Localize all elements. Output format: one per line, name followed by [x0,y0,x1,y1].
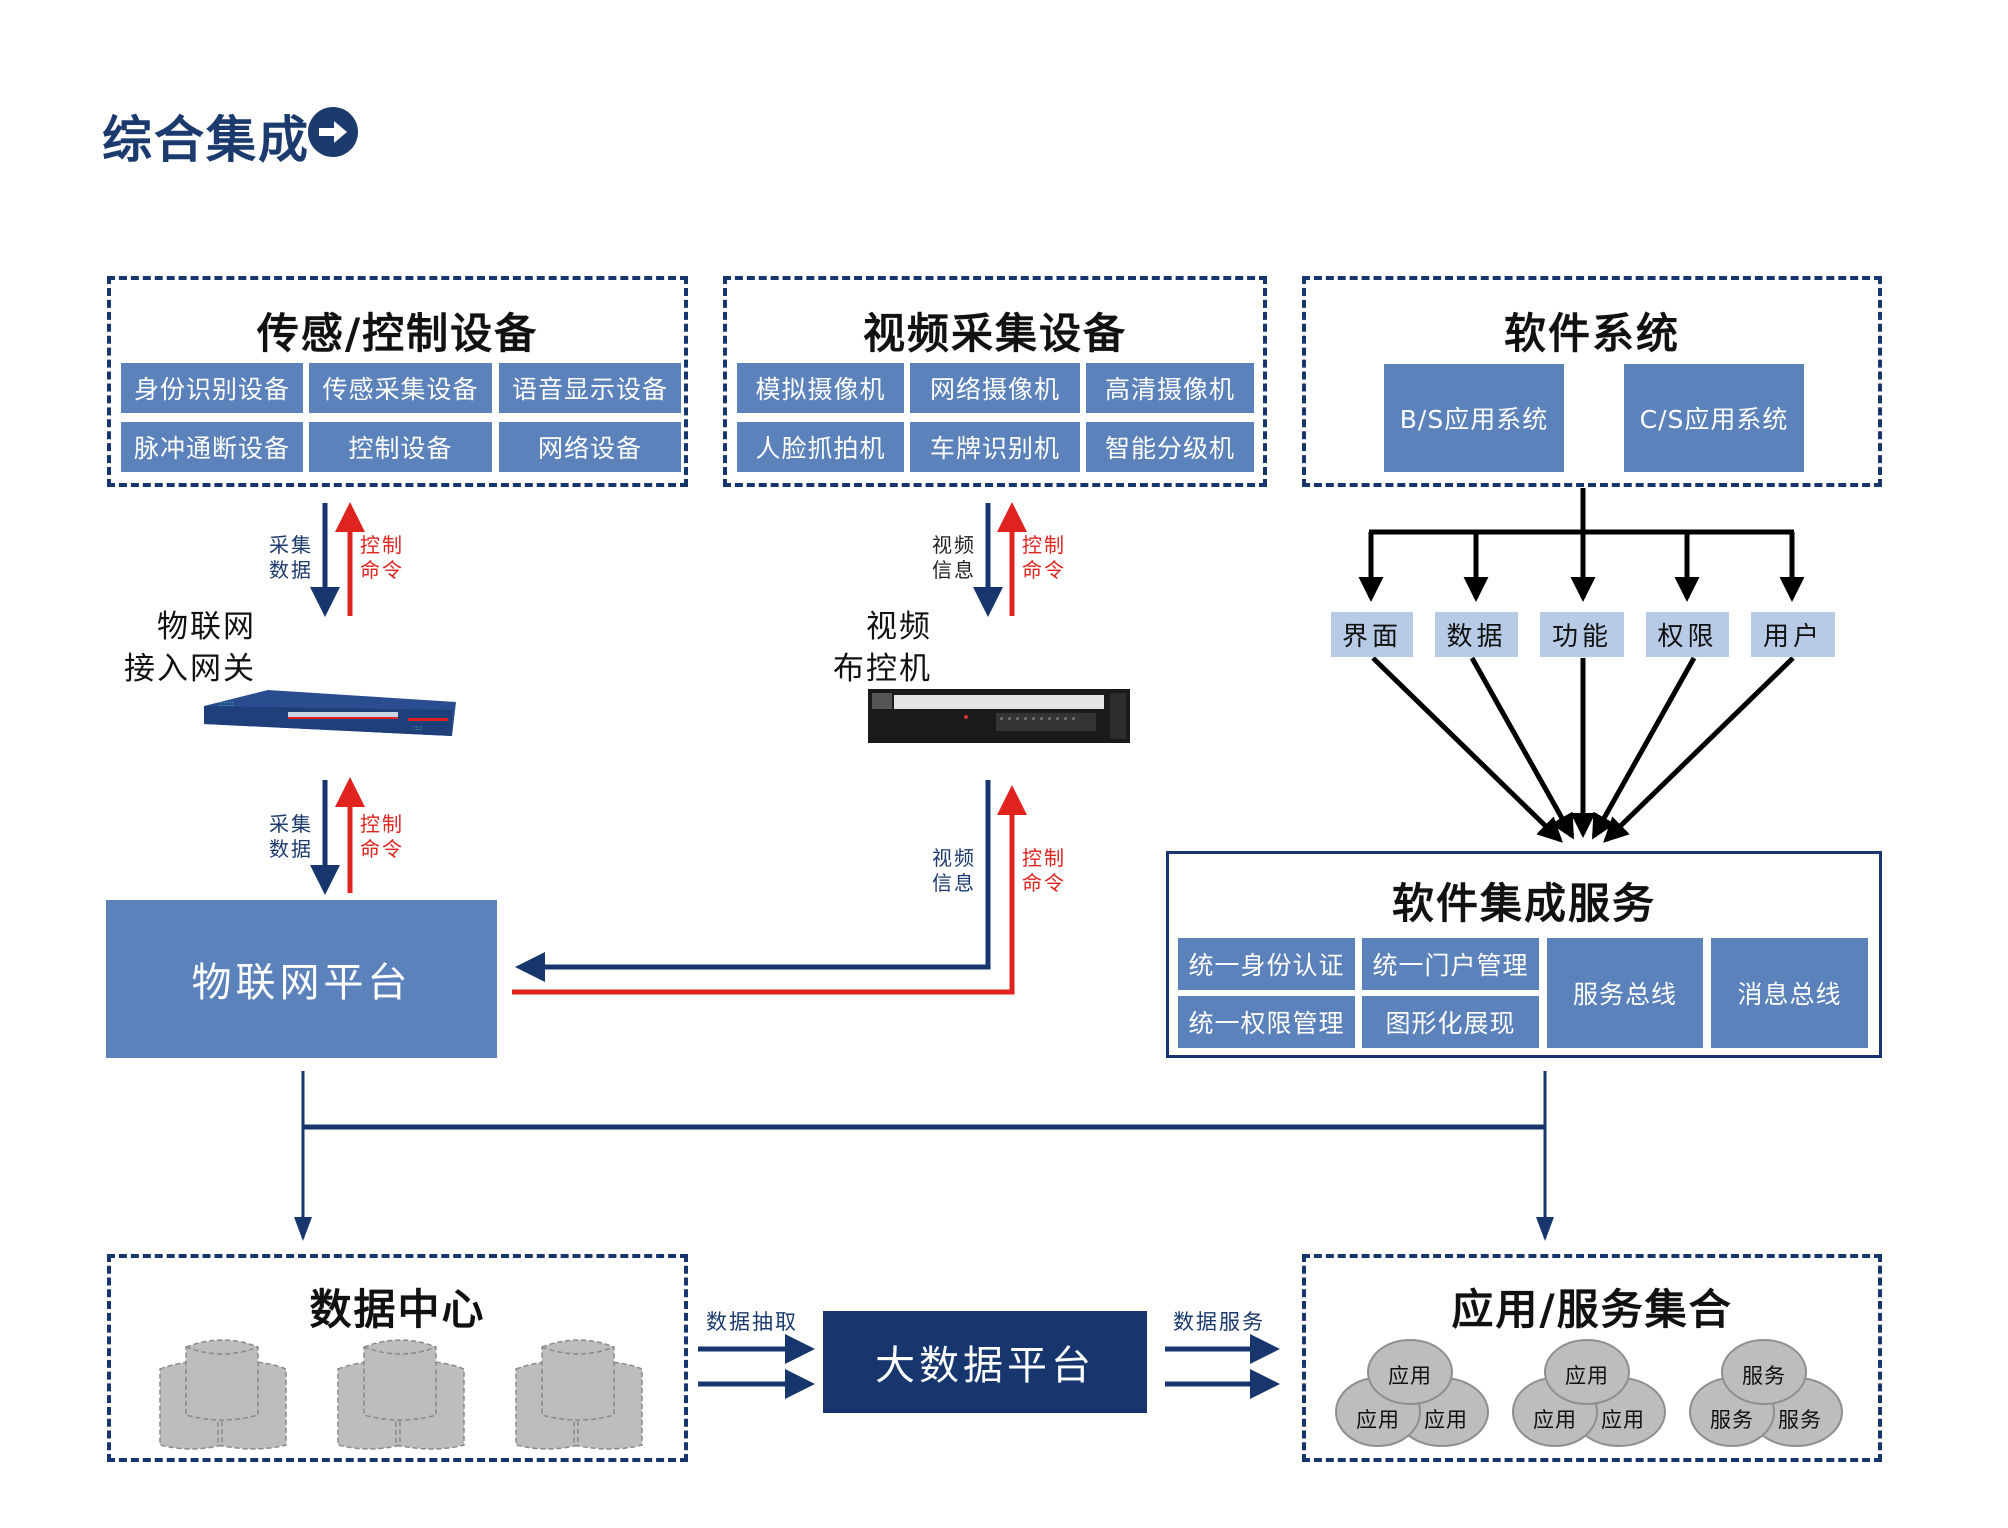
device-tile[interactable]: 网络摄像机 [910,363,1080,413]
data-center-group: 数据中心 [107,1254,688,1462]
group-title: 软件系统 [1503,309,1680,358]
service-bus-tile[interactable]: 服务总线 [1547,938,1703,1048]
cluster-label-right: 应用 [1424,1408,1468,1432]
software-system-group: 软件系统 B/S应用系统 C/S应用系统 [1302,276,1882,487]
control-command-label: 控制 命令 [1022,533,1066,582]
aspect-data[interactable]: 数据 [1435,612,1518,657]
cluster: 应用应用应用 [1334,1336,1494,1448]
aspect-function[interactable]: 功能 [1540,612,1624,657]
storage-stack-icon [515,1339,643,1450]
device-tile[interactable]: 车牌识别机 [910,422,1080,472]
video-info-connector [515,780,991,982]
cluster-label-top: 应用 [1565,1364,1609,1388]
gateway-label-line2: 接入网关 [124,651,256,687]
message-bus-tile[interactable]: 消息总线 [1711,938,1868,1048]
svg-text:::::: :::: [413,724,422,732]
big-data-platform[interactable]: 大数据平台 [823,1311,1147,1413]
device-tile[interactable]: 传感采集设备 [309,363,492,413]
extract-label: 数据抽取 [706,1310,798,1334]
sensor-control-group: 传感/控制设备 身份识别设备 传感采集设备 语音显示设备 脉冲通断设备 控制设备… [107,276,688,487]
collect-data-label: 采集 数据 [269,533,313,582]
device-tile[interactable]: 控制设备 [309,422,492,472]
service-tile[interactable]: 统一身份认证 [1178,938,1355,990]
gateway-label-line1: 物联网 [157,609,256,645]
cluster-label-right: 服务 [1778,1408,1822,1432]
cluster-circles-icon [1689,1339,1843,1447]
iot-platform[interactable]: 物联网平台 [106,900,497,1058]
storage-stack-icon [337,1339,465,1450]
converge-arrow [1371,656,1563,843]
video-controller-device-icon [866,687,1132,745]
storage-stack-icon [159,1339,287,1450]
data-service-label: 数据服务 [1173,1310,1265,1334]
gateway-label: 物联网 接入网关 [110,606,256,690]
cluster-label-right: 应用 [1601,1408,1645,1432]
converge-arrow [1603,656,1795,843]
cluster: 服务服务服务 [1688,1336,1848,1448]
device-tile[interactable]: 人脸抓拍机 [737,422,904,472]
device-tile[interactable]: 模拟摄像机 [737,363,904,413]
aspect-interface[interactable]: 界面 [1331,612,1413,657]
cluster-circles-icon [1512,1339,1666,1447]
service-tile[interactable]: 统一门户管理 [1362,938,1539,990]
device-tile[interactable]: 身份识别设备 [121,363,303,413]
gateway-device-icon: :::::: :::: [198,688,458,748]
aspect-user[interactable]: 用户 [1751,612,1835,657]
integration-service-group: 软件集成服务 统一身份认证 统一门户管理 统一权限管理 图形化展现 服务总线 消… [1166,851,1882,1058]
device-tile[interactable]: 高清摄像机 [1086,363,1254,413]
service-tile[interactable]: 统一权限管理 [1178,996,1355,1048]
service-tile[interactable]: 图形化展现 [1362,996,1539,1048]
control-command-label: 控制 命令 [360,812,404,861]
arrow-right-circle-icon[interactable] [308,107,358,157]
converge-arrow [1591,656,1697,840]
group-title: 数据中心 [309,1285,486,1334]
cs-system-tile[interactable]: C/S应用系统 [1624,364,1804,472]
control-command-label: 控制 命令 [360,533,404,582]
video-controller-label-line2: 布控机 [833,651,932,687]
cluster-label-left: 服务 [1710,1408,1754,1432]
device-tile[interactable]: 智能分级机 [1086,422,1254,472]
device-tile[interactable]: 脉冲通断设备 [121,422,303,472]
converge-arrow [1469,656,1575,840]
page-title: 综合集成 [102,111,310,169]
group-title: 软件集成服务 [1391,879,1656,928]
cluster-label-left: 应用 [1533,1408,1577,1432]
app-service-group: 应用/服务集合 应用应用应用应用应用应用服务服务服务 [1302,1254,1882,1462]
group-title: 传感/控制设备 [256,309,539,358]
video-controller-label-line1: 视频 [866,609,932,645]
cluster-circles-icon [1335,1339,1489,1447]
device-tile[interactable]: 语音显示设备 [499,363,681,413]
svg-text:::::::: :::::: [218,699,234,708]
bs-system-tile[interactable]: B/S应用系统 [1384,364,1564,472]
cluster-label-left: 应用 [1356,1408,1400,1432]
video-controller-label: 视频 布控机 [808,606,932,690]
device-tile[interactable]: 网络设备 [499,422,681,472]
collect-data-label: 采集 数据 [269,812,313,861]
aspect-permission[interactable]: 权限 [1646,612,1729,657]
control-command-label: 控制 命令 [1022,846,1066,895]
cluster-label-top: 服务 [1742,1364,1786,1388]
cluster-label-top: 应用 [1388,1364,1432,1388]
cluster: 应用应用应用 [1511,1336,1671,1448]
video-capture-group: 视频采集设备 模拟摄像机 网络摄像机 高清摄像机 人脸抓拍机 车牌识别机 智能分… [723,276,1267,487]
video-info-label: 视频 信息 [932,533,976,582]
group-title: 视频采集设备 [862,309,1127,358]
video-info-label: 视频 信息 [932,846,976,895]
group-title: 应用/服务集合 [1451,1285,1733,1334]
